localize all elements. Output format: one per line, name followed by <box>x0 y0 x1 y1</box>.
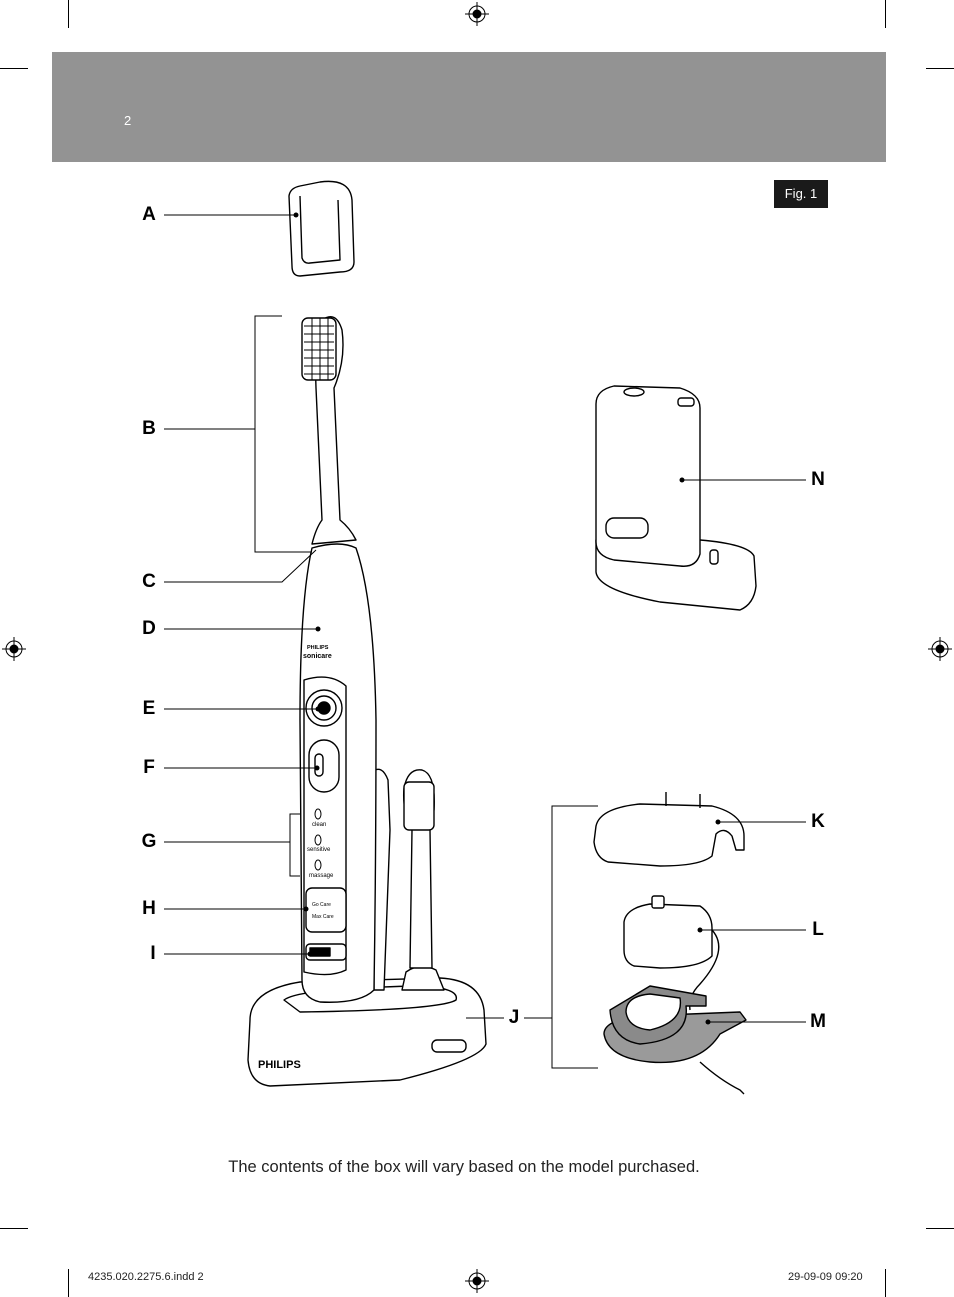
mode-clean-label: clean <box>312 822 326 828</box>
crop-mark <box>926 68 954 69</box>
charger-cover <box>593 792 745 867</box>
callout-h: H <box>142 898 156 919</box>
callout-d: D <box>142 618 156 639</box>
crop-mark <box>68 0 69 28</box>
callout-i: I <box>150 943 156 964</box>
crop-mark <box>885 0 886 28</box>
callout-e: E <box>142 698 156 719</box>
slug-left: 4235.020.2275.6.indd 2 <box>88 1271 204 1283</box>
handle-product-text: sonicare <box>303 653 332 660</box>
charging-unit <box>623 895 720 1011</box>
crop-mark <box>0 68 28 69</box>
callout-k: K <box>811 811 825 832</box>
toothbrush-handle <box>299 543 377 1003</box>
routine-max-label: Max Care <box>312 914 334 920</box>
mode-massage-label: massage <box>309 873 334 879</box>
callout-f: F <box>143 757 155 778</box>
header-band <box>52 52 886 162</box>
callout-g: G <box>141 831 157 852</box>
base-brand-text: PHILIPS <box>258 1059 301 1071</box>
callout-b: B <box>142 418 156 439</box>
travel-case <box>595 385 757 611</box>
crop-mark <box>0 1228 28 1229</box>
callout-c: C <box>142 571 156 592</box>
crop-mark <box>68 1269 69 1297</box>
protective-cap <box>288 180 355 277</box>
crop-mark <box>926 1228 954 1229</box>
routine-go-label: Go Care <box>312 902 331 908</box>
callout-l: L <box>812 919 824 940</box>
callout-j: J <box>508 1007 520 1028</box>
figure-label: Fig. 1 <box>774 180 828 208</box>
callout-m: M <box>810 1011 826 1032</box>
mode-sensitive-label: sensitive <box>307 847 331 853</box>
spare-brush-heads <box>371 768 445 991</box>
callout-n: N <box>811 469 825 490</box>
callout-a: A <box>142 204 156 225</box>
slug-right: 29-09-09 09:20 <box>788 1271 863 1283</box>
cord-storage-base <box>603 985 747 1095</box>
page-number: 2 <box>124 113 132 128</box>
crop-mark <box>885 1269 886 1297</box>
figure-caption: The contents of the box will vary based … <box>228 1158 700 1176</box>
brush-head <box>301 316 357 545</box>
handle-brand-text: PHILIPS <box>307 645 329 651</box>
